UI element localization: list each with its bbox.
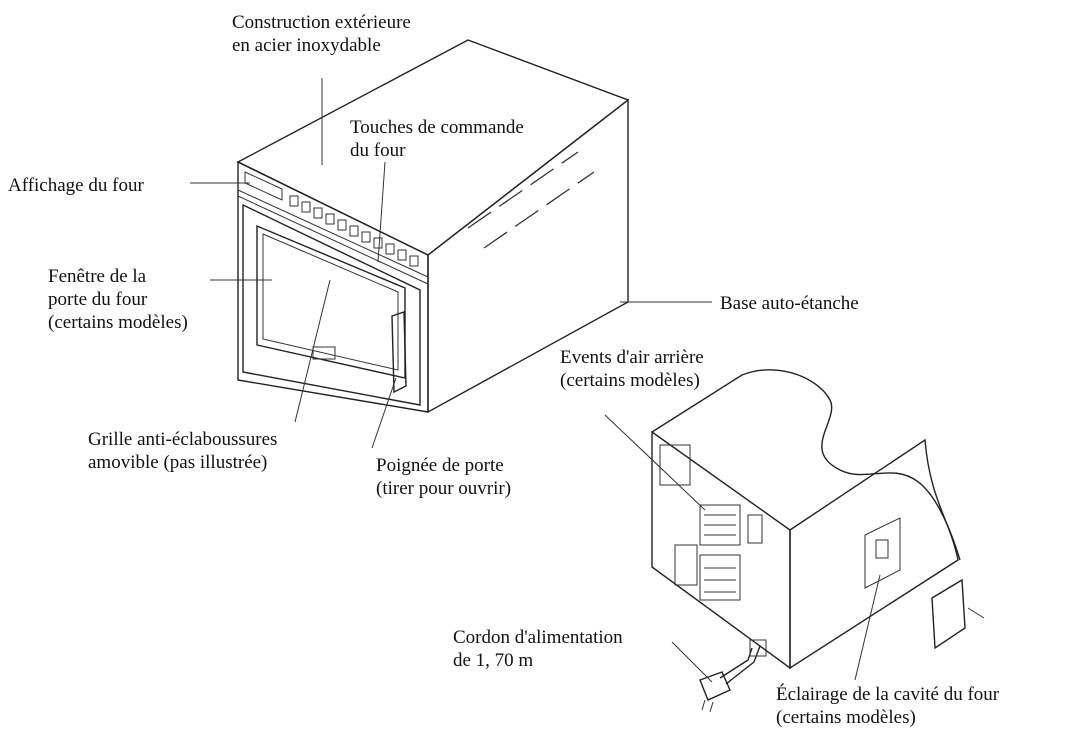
rear-back-face [651,430,791,670]
oven-door [242,203,421,406]
display-window [244,171,283,201]
rear-oven [651,369,985,713]
cavity-light-panel [864,517,901,589]
label-poignee: Poignée de porte (tirer pour ouvrir) [376,455,512,499]
label-grille: Grille anti-éclaboussures amovible (pas … [88,429,278,473]
label-affichage: Affichage du four [8,175,144,196]
rear-vent-top [699,504,741,546]
label-fenetre: Fenêtre de la porte du four (certains mo… [48,266,188,333]
front-oven [236,39,630,414]
label-eclairage: Éclairage de la cavité du four (certains… [776,684,1000,728]
label-construction: Construction extérieure en acier inoxyda… [232,12,411,56]
rear-vent-bottom [699,554,741,601]
control-keys [289,195,419,267]
power-plug [699,671,731,701]
label-base: Base auto-étanche [720,293,859,314]
light-cover [931,578,966,650]
oven-front-face [237,160,429,413]
door-window [256,224,406,379]
label-events: Events d'air arrière (certains modèles) [560,347,704,391]
label-cordon: Cordon d'alimentation de 1, 70 m [453,627,623,671]
door-handle [391,311,407,394]
power-cord [719,647,753,679]
label-touches-commande: Touches de commande du four [350,117,524,161]
rear-side-face [789,438,959,670]
leader-lines [190,78,881,683]
